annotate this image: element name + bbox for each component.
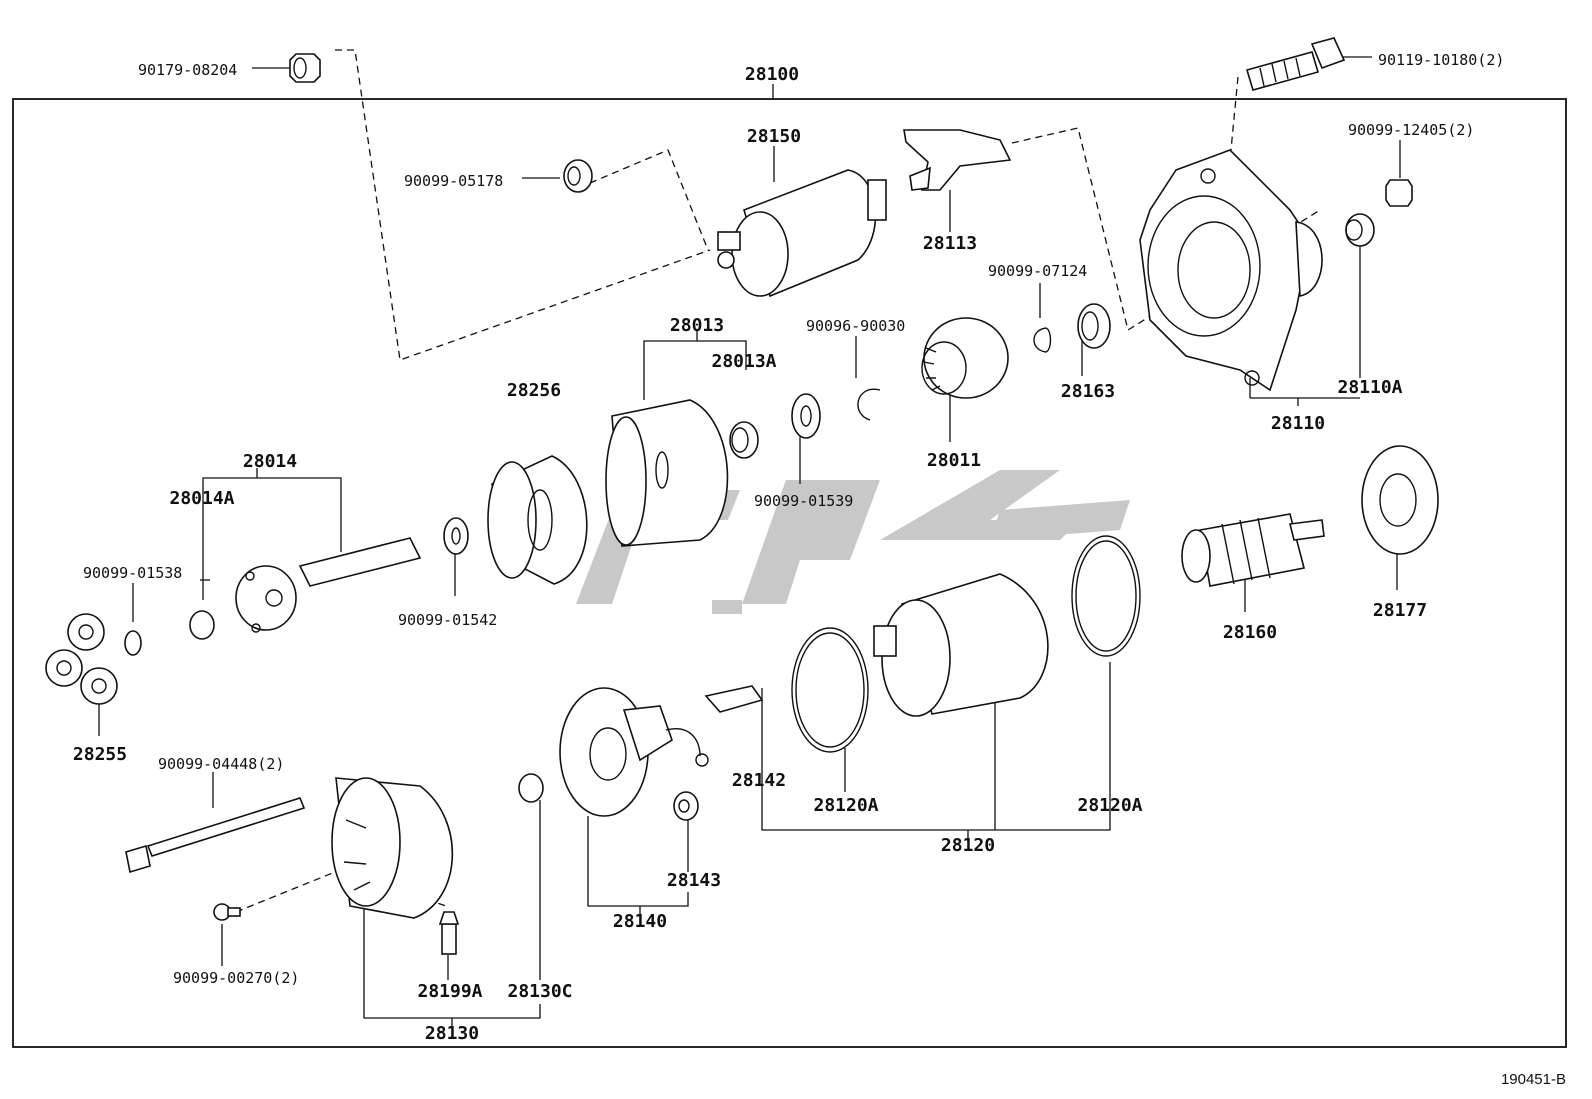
brush-spring-part — [673, 791, 699, 821]
end-plate-part — [1361, 445, 1439, 555]
label-90099-12405: 90099-12405(2) — [1348, 121, 1475, 139]
label-28013: 28013 — [669, 315, 725, 336]
brush-holder-part — [559, 687, 709, 817]
label-90099-04448: 90099-04448(2) — [158, 755, 285, 773]
label-28130C: 28130C — [507, 981, 573, 1002]
label-28130: 28130 — [424, 1023, 480, 1044]
assembly-frame — [12, 98, 1567, 1048]
label-28013A: 28013A — [711, 351, 777, 372]
ring-bushing-part — [729, 421, 759, 459]
label-28140: 28140 — [612, 911, 668, 932]
end-frame-part — [331, 777, 454, 919]
small-bushing-part — [563, 159, 593, 193]
label-28113: 28113 — [922, 233, 978, 254]
label-28011: 28011 — [926, 450, 982, 471]
label-28150: 28150 — [746, 126, 802, 147]
label-28120: 28120 — [940, 835, 996, 856]
label-28142: 28142 — [731, 770, 787, 791]
label-90099-01542: 90099-01542 — [398, 611, 498, 629]
label-28100: 28100 — [744, 64, 800, 85]
label-90179-08204: 90179-08204 — [138, 61, 238, 79]
washer-nut-part — [1385, 179, 1413, 207]
label-90099-00270: 90099-00270(2) — [173, 969, 300, 987]
label-28160: 28160 — [1222, 622, 1278, 643]
pin-part — [189, 610, 215, 640]
diagram-reference-id: 190451-B — [1500, 1071, 1566, 1088]
yoke-cover-part — [605, 399, 729, 547]
retainer-clip-part — [857, 388, 881, 421]
label-28255: 28255 — [72, 744, 128, 765]
label-28163: 28163 — [1060, 381, 1116, 402]
brush-part — [438, 911, 460, 955]
label-28120A-right: 28120A — [1077, 795, 1143, 816]
planet-gears-part — [45, 613, 118, 705]
label-90099-07124: 90099-07124 — [988, 262, 1088, 280]
label-28014A: 28014A — [169, 488, 235, 509]
label-90099-01538: 90099-01538 — [83, 564, 183, 582]
flat-washer-part — [791, 393, 821, 439]
housing-part — [1139, 149, 1323, 392]
o-ring-right-part — [1071, 535, 1141, 657]
label-28110A: 28110A — [1337, 377, 1403, 398]
small-washer-part — [124, 630, 142, 656]
field-frame-part — [873, 573, 1049, 717]
label-90099-05178: 90099-05178 — [404, 172, 504, 190]
label-28014: 28014 — [242, 451, 298, 472]
label-28256: 28256 — [506, 380, 562, 401]
thin-washer-part — [443, 517, 469, 555]
lever-part — [903, 129, 1012, 191]
label-28120A-left: 28120A — [813, 795, 879, 816]
cap-bushing-part — [518, 773, 544, 803]
terminal-strap-part — [704, 685, 764, 713]
screw-part — [213, 903, 241, 921]
internal-gear-part — [487, 455, 588, 585]
armature-part — [1181, 513, 1325, 587]
label-90119-10180: 90119-10180(2) — [1378, 51, 1505, 69]
solenoid-part — [717, 169, 887, 298]
planetary-shaft-part — [235, 537, 422, 633]
label-28143: 28143 — [666, 870, 722, 891]
bearing-ring-part — [1077, 303, 1111, 349]
through-bolt-part — [125, 797, 306, 874]
snap-ring-part — [1033, 327, 1052, 353]
leader-lines — [98, 56, 1401, 1026]
o-ring-left-part — [791, 627, 869, 753]
label-28199A: 28199A — [417, 981, 483, 1002]
label-90096-90030: 90096-90030 — [806, 317, 906, 335]
label-90099-01539: 90099-01539 — [754, 492, 854, 510]
label-28110: 28110 — [1270, 413, 1326, 434]
nut-part — [289, 53, 321, 83]
bushing-part — [1345, 213, 1375, 247]
label-28177: 28177 — [1372, 600, 1428, 621]
clutch-gear-part — [921, 317, 1009, 399]
long-bolt-part — [1245, 37, 1346, 91]
